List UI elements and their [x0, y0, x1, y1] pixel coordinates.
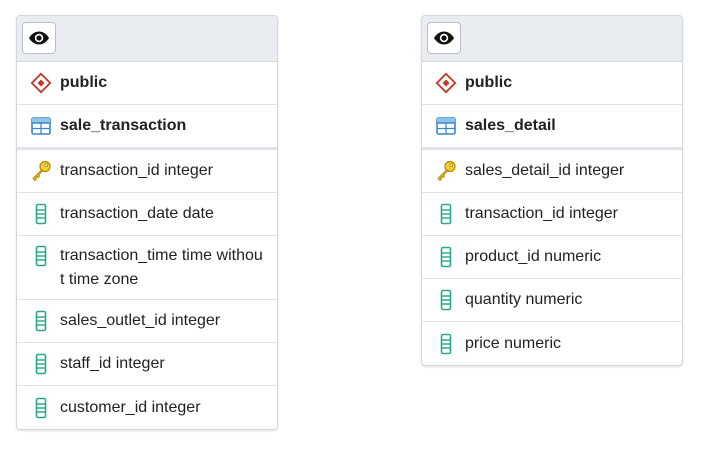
column-icon — [30, 353, 52, 375]
column-icon — [435, 203, 457, 225]
column-label: transaction_time time without time zone — [60, 247, 263, 288]
column-icon — [435, 246, 457, 268]
schema-row: public — [422, 62, 682, 105]
table-node-header — [422, 16, 682, 62]
schema-icon — [30, 72, 52, 94]
table-node-sale-transaction[interactable]: public sale_transaction — [16, 15, 278, 430]
column-label: product_id numeric — [465, 248, 602, 265]
column-icon — [435, 333, 457, 355]
table-name: sale_transaction — [60, 117, 187, 134]
toggle-visibility-button[interactable] — [427, 22, 461, 54]
table-icon — [30, 115, 52, 137]
column-row[interactable]: quantity numeric — [422, 279, 682, 322]
column-icon — [30, 245, 52, 267]
column-label: staff_id integer — [60, 355, 165, 372]
column-label: quantity numeric — [465, 291, 583, 308]
column-icon — [30, 310, 52, 332]
table-icon — [435, 115, 457, 137]
column-label: price numeric — [465, 334, 562, 352]
column-row[interactable]: staff_id integer — [17, 343, 277, 386]
column-row[interactable]: transaction_id integer — [422, 193, 682, 236]
eye-icon — [434, 31, 454, 45]
column-row[interactable]: transaction_id integer — [17, 150, 277, 193]
column-row[interactable]: transaction_date date — [17, 193, 277, 236]
eye-icon — [29, 31, 49, 45]
column-label: sales_outlet_id integer — [60, 312, 221, 329]
column-label: transaction_id integer — [465, 205, 618, 222]
schema-row: public — [17, 62, 277, 105]
column-row[interactable]: customer_id integer — [17, 386, 277, 429]
key-icon — [435, 160, 457, 182]
toggle-visibility-button[interactable] — [22, 22, 56, 54]
column-row[interactable]: price numeric — [422, 322, 682, 365]
table-name-row: sale_transaction — [17, 105, 277, 150]
column-row[interactable]: product_id numeric — [422, 236, 682, 279]
column-label: transaction_date date — [60, 205, 214, 222]
column-icon — [30, 397, 52, 419]
column-row[interactable]: transaction_time time without time zone — [17, 236, 277, 300]
schema-name: public — [465, 74, 513, 91]
column-icon — [435, 289, 457, 311]
column-row[interactable]: sales_outlet_id integer — [17, 300, 277, 343]
column-row[interactable]: sales_detail_id integer — [422, 150, 682, 193]
table-node-sales-detail[interactable]: public sales_detail — [421, 15, 683, 366]
schema-name: public — [60, 74, 108, 91]
column-label: sales_detail_id integer — [465, 162, 625, 179]
column-label: customer_id integer — [60, 398, 201, 416]
table-name-row: sales_detail — [422, 105, 682, 150]
column-label: transaction_id integer — [60, 162, 213, 179]
key-icon — [30, 160, 52, 182]
table-node-header — [17, 16, 277, 62]
schema-icon — [435, 72, 457, 94]
table-name: sales_detail — [465, 117, 556, 134]
column-icon — [30, 203, 52, 225]
